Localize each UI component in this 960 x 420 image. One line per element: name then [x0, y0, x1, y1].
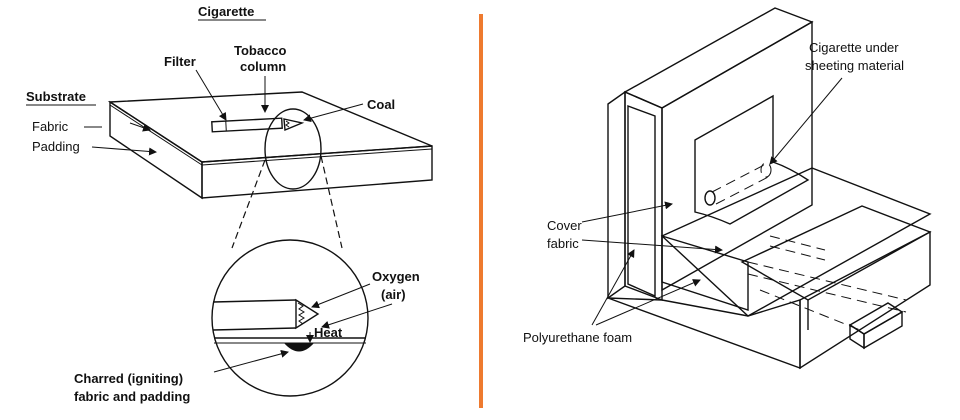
label-cig-under-2: sheeting material [805, 58, 904, 73]
label-cig-under-1: Cigarette under [809, 40, 899, 55]
label-air: (air) [381, 287, 406, 302]
label-coal: Coal [367, 97, 395, 112]
label-heat: Heat [314, 325, 343, 340]
label-charred-1: Charred (igniting) [74, 371, 183, 386]
label-tobacco: Tobacco [234, 43, 287, 58]
label-column: column [240, 59, 286, 74]
chair-mockup-diagram: Cigarette under sheeting material Cover … [523, 7, 932, 370]
label-fabric: Fabric [32, 119, 69, 134]
label-cover-2: fabric [547, 236, 579, 251]
cigarette-on-substrate [211, 117, 305, 133]
label-charred-2: fabric and padding [74, 389, 190, 404]
label-padding: Padding [32, 139, 80, 154]
panel-divider [479, 14, 483, 408]
magnifier-projection [211, 108, 369, 397]
char-zone [284, 343, 314, 352]
label-foam: Polyurethane foam [523, 330, 632, 345]
label-cigarette: Cigarette [198, 4, 254, 19]
label-oxygen: Oxygen [372, 269, 420, 284]
cigarette-ignition-diagram: Cigarette Filter Tobacco column Coal Sub… [26, 4, 433, 404]
substrate-slab [107, 91, 433, 200]
label-cover-1: Cover [547, 218, 582, 233]
label-filter: Filter [164, 54, 196, 69]
hidden-cigarette [704, 162, 772, 206]
back-foam-section [627, 104, 656, 298]
label-substrate: Substrate [26, 89, 86, 104]
zoom-detail [212, 298, 366, 352]
